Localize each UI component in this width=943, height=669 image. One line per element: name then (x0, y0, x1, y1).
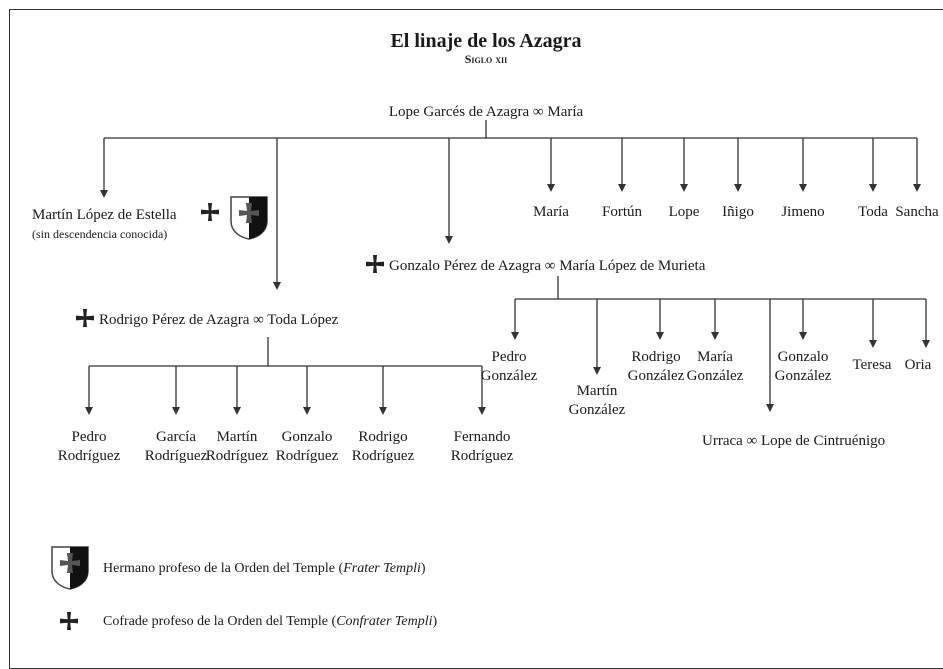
diagram-title: El linaje de los Azagra (390, 30, 582, 52)
martin-lopez-note: (sin descendencia conocida) (32, 227, 168, 241)
child-fortun: Fortún (601, 204, 643, 220)
connector-lines (85, 120, 930, 415)
legend-frater-text: Hermano profeso de la Orden del Temple (… (103, 561, 426, 576)
templar-cross-icon (76, 309, 94, 327)
gonzalo-child-8: Oria (904, 357, 932, 373)
gonzalo-couple: Gonzalo Pérez de Azagra ∞ María López de… (389, 258, 706, 274)
child-lope: Lope (668, 204, 700, 220)
child-jimeno: Jimeno (781, 204, 825, 220)
child-sancha: Sancha (895, 204, 939, 220)
child-inigo: Iñigo (722, 204, 754, 220)
legend-cross-icon (60, 612, 78, 630)
rodrigo-couple: Rodrigo Pérez de Azagra ∞ Toda López (99, 312, 339, 328)
gonzalo-child-5: Urraca ∞ Lope de Cintruénigo (702, 433, 886, 449)
templar-cross-icon (366, 255, 384, 273)
martin-lopez-name: Martín López de Estella (32, 207, 177, 223)
root-couple: Lope Garcés de Azagra ∞ María (388, 104, 584, 120)
child-toda: Toda (858, 204, 888, 220)
diagram-subtitle: Siglo xii (464, 52, 508, 66)
child-maria: María (533, 204, 569, 220)
legend-shield-icon (51, 546, 89, 590)
templar-cross-icon (201, 203, 219, 221)
gonzalo-child-7: Teresa (852, 357, 892, 373)
legend-confrater-text: Cofrade profeso de la Orden del Temple (… (103, 614, 438, 629)
templar-shield-icon (230, 196, 268, 240)
